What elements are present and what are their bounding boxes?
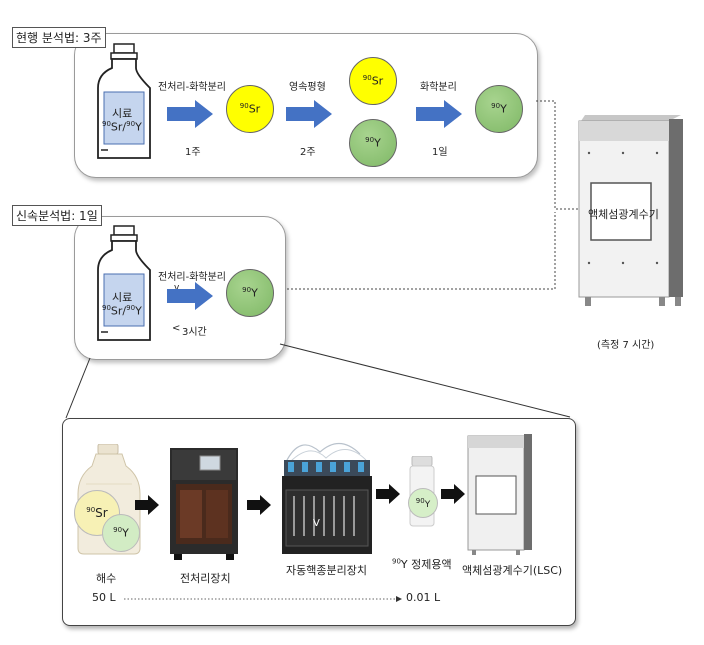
rapid-step-time: 3시간: [182, 327, 207, 338]
end-volume: 0.01 L: [406, 591, 441, 604]
black-arrow-1: [135, 495, 159, 515]
y90-circle-vial: 90Y: [408, 488, 438, 518]
rapid-step-mark: v: [174, 283, 180, 293]
seawater-label: 해수: [96, 572, 117, 585]
sr90-circle-1: 90Sr: [226, 85, 274, 133]
step-2-time: 2주: [300, 147, 316, 158]
current-method-panel: [74, 33, 538, 178]
auto-separation-label: 자동핵종분리장치: [286, 564, 367, 577]
y90-circle-rapid: 90Y: [226, 269, 274, 317]
volume-dotted-arrow: [124, 596, 402, 602]
black-arrow-4: [441, 484, 465, 504]
black-arrow-2: [247, 495, 271, 515]
lsc-label: 액체섬광계수기: [588, 208, 659, 221]
y90-circle-seawater: 90Y: [102, 514, 140, 552]
sample-label-2: 시료: [112, 291, 133, 304]
arrow-rapid: [167, 282, 213, 310]
sr90-circle-2: 90Sr: [349, 57, 397, 105]
rapid-step-label: 전처리-화학분리: [158, 272, 227, 283]
arrow-step-1: [167, 100, 213, 128]
lsc-machine-large: [578, 115, 683, 306]
lsc-machine-small: [467, 434, 532, 555]
current-method-title: 현행 분석법: 3주: [12, 27, 106, 48]
y90-circle-1: 90Y: [349, 119, 397, 167]
step-3-time: 1일: [432, 147, 448, 158]
sample-bottle-1: [97, 43, 151, 159]
black-arrow-3: [376, 484, 400, 504]
step-3-label: 화학분리: [420, 82, 457, 93]
arrow-step-2: [286, 100, 332, 128]
sample-label-1: 시료: [112, 107, 133, 120]
rapid-method-title: 신속분석법: 1일: [12, 205, 102, 226]
auto-separation-marker: V: [313, 518, 320, 529]
step-1-label: 전처리-화학분리: [158, 82, 227, 93]
step-2-label: 영속평형: [289, 82, 326, 93]
start-volume: 50 L: [92, 591, 116, 604]
arrow-step-3: [416, 100, 462, 128]
sample-isotopes-2: 90Sr/90Y: [102, 304, 142, 318]
purified-label: 90Y 정제용액: [392, 557, 452, 571]
y90-circle-2: 90Y: [475, 85, 523, 133]
lsc-measure-caption: (측정 7 시간): [597, 340, 655, 351]
pretreatment-label: 전처리장치: [180, 572, 231, 585]
lsc-small-label: 액체섬광계수기(LSC): [462, 564, 563, 577]
pretreatment-device: [170, 448, 238, 560]
rapid-step-time-prefix: <: [172, 323, 181, 334]
step-1-time: 1주: [185, 147, 201, 158]
sample-bottle-2: [97, 225, 151, 341]
sample-isotopes-1: 90Sr/90Y: [102, 120, 142, 134]
auto-separation-device: [282, 442, 372, 554]
